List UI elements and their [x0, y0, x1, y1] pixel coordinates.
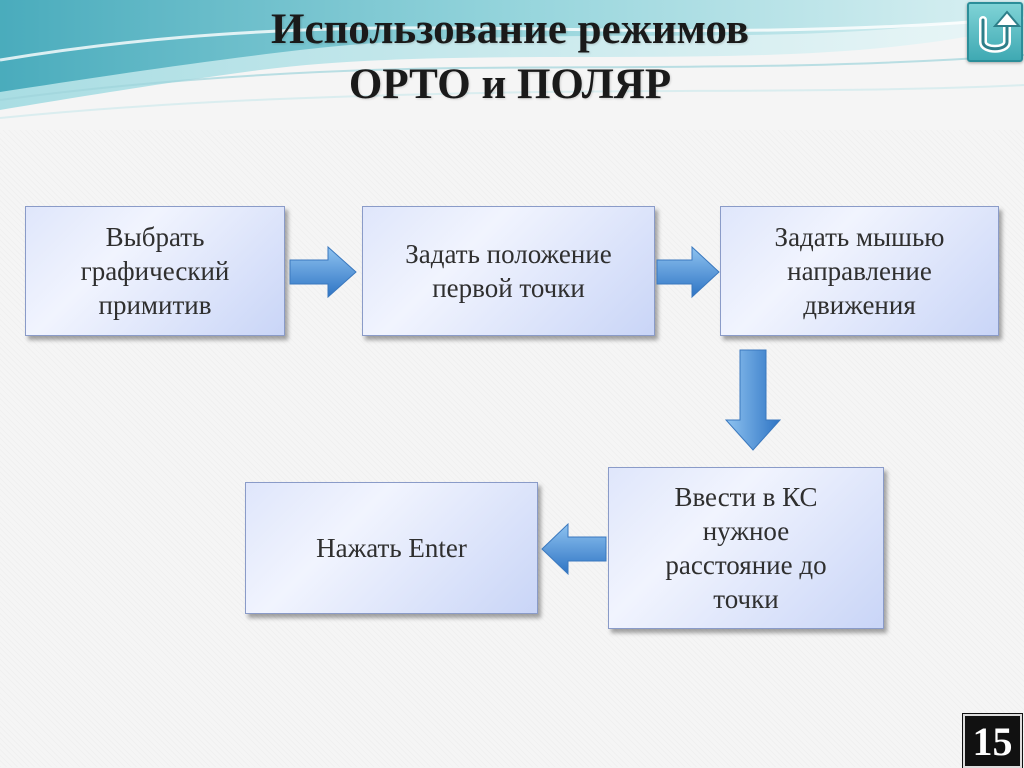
- step-select-primitive: Выбрать графический примитив: [25, 206, 285, 336]
- arrow-down-icon: [724, 349, 782, 451]
- step-press-enter: Нажать Enter: [245, 482, 538, 614]
- return-arrow-icon: [979, 10, 1022, 53]
- page-number: 15: [962, 713, 1023, 768]
- step-set-first-point: Задать положение первой точки: [362, 206, 655, 336]
- step-enter-distance: Ввести в КС нужное расстояние до точки: [608, 467, 884, 629]
- back-button[interactable]: [967, 2, 1023, 62]
- title-line-2: ОРТО и ПОЛЯР: [348, 61, 672, 108]
- step-label: Нажать Enter: [316, 533, 467, 563]
- step-label: Выбрать графический примитив: [80, 222, 230, 320]
- step-label: Задать мышью направление движения: [774, 222, 945, 320]
- decorative-waves: [0, 0, 1024, 130]
- title-line-1: Использование режимов: [271, 6, 749, 53]
- slide-title: Использование режимов ОРТО и ПОЛЯР: [150, 2, 870, 112]
- arrow-right-icon: [656, 245, 720, 299]
- arrow-left-icon: [541, 522, 607, 576]
- arrow-right-icon: [289, 245, 357, 299]
- step-label: Задать положение первой точки: [405, 239, 612, 303]
- step-label: Ввести в КС нужное расстояние до точки: [665, 482, 827, 614]
- step-set-direction: Задать мышью направление движения: [720, 206, 999, 336]
